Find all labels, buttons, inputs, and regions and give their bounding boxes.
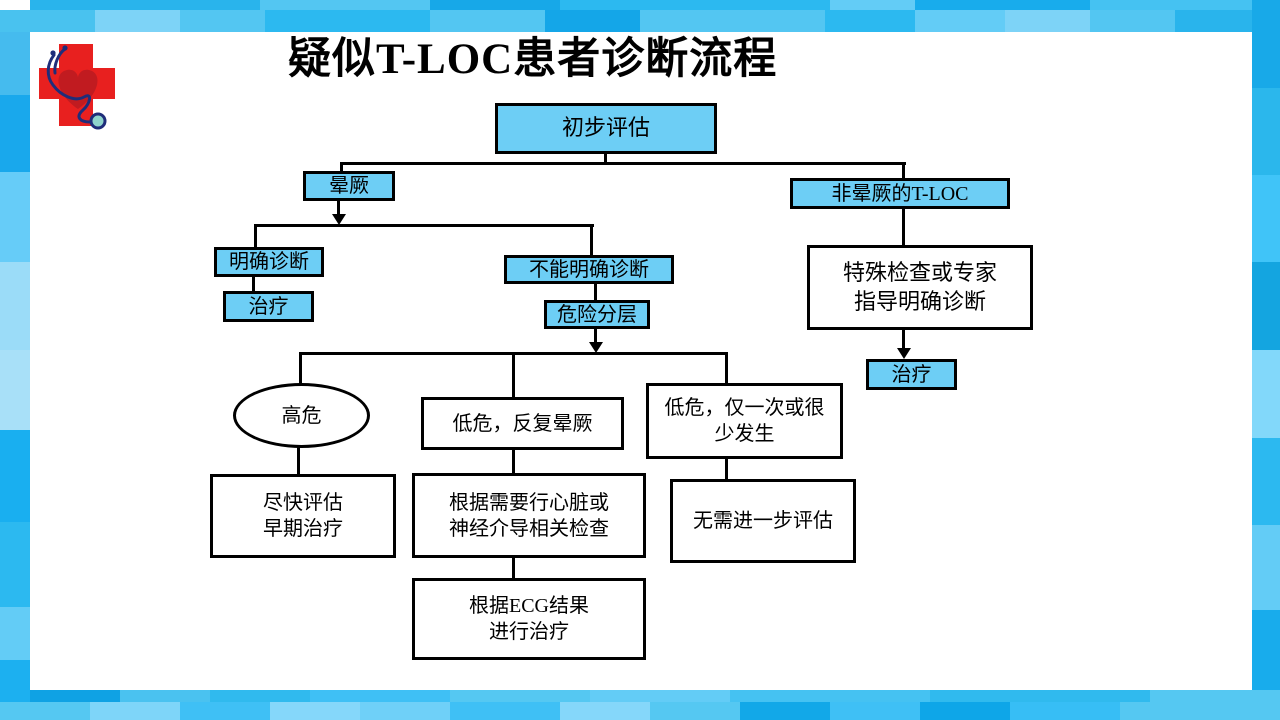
connector — [340, 162, 906, 165]
node-low-risk-rare: 低危，仅一次或很 少发生 — [646, 383, 843, 459]
connector — [254, 224, 594, 227]
node-treatment-left: 治疗 — [223, 291, 314, 322]
node-no-further-evaluation: 无需进一步评估 — [670, 479, 856, 563]
arrowhead-icon — [897, 348, 911, 359]
connector — [297, 447, 300, 475]
page-title: 疑似T-LOC患者诊断流程 — [288, 36, 778, 83]
connector — [512, 556, 515, 579]
connector — [340, 163, 343, 173]
node-cardiac-neural-exam: 根据需要行心脏或 神经介导相关检查 — [412, 473, 646, 558]
frame-bottom-row1 — [30, 690, 1280, 702]
node-non-syncope-tloc: 非晕厥的T-LOC — [790, 178, 1010, 209]
connector — [299, 354, 302, 384]
connector — [725, 354, 728, 384]
frame-bottom-left-corner — [0, 660, 30, 702]
connector — [299, 352, 728, 355]
connector — [252, 276, 255, 293]
node-unclear-diagnosis: 不能明确诊断 — [504, 255, 674, 284]
node-special-exam: 特殊检查或专家 指导明确诊断 — [807, 245, 1033, 330]
node-high-risk: 高危 — [233, 383, 370, 448]
arrowhead-icon — [332, 214, 346, 225]
connector — [254, 226, 257, 249]
frame-bottom-row2 — [0, 702, 1280, 720]
connector — [590, 226, 593, 257]
connector — [902, 208, 905, 246]
connector — [725, 458, 728, 480]
connector — [594, 328, 597, 344]
connector — [604, 152, 607, 164]
frame-top-row1 — [0, 0, 1280, 10]
node-clear-diagnosis: 明确诊断 — [214, 247, 324, 277]
node-treatment-right: 治疗 — [866, 359, 957, 390]
node-initial-assessment: 初步评估 — [495, 103, 717, 154]
node-risk-stratification: 危险分层 — [544, 300, 650, 329]
node-prompt-evaluation: 尽快评估 早期治疗 — [210, 474, 396, 558]
frame-top-row2 — [0, 10, 1280, 32]
medical-cross-heart-stethoscope-icon — [39, 44, 115, 130]
connector — [512, 354, 515, 398]
frame-right — [1252, 0, 1280, 696]
connector — [902, 163, 905, 180]
arrowhead-icon — [589, 342, 603, 353]
node-low-risk-recurrent: 低危，反复晕厥 — [421, 397, 624, 450]
connector — [902, 329, 905, 350]
frame-left — [0, 32, 30, 696]
node-syncope: 晕厥 — [303, 171, 395, 201]
connector — [512, 449, 515, 474]
connector — [594, 283, 597, 301]
node-ecg-treatment: 根据ECG结果 进行治疗 — [412, 578, 646, 660]
connector — [337, 200, 340, 216]
